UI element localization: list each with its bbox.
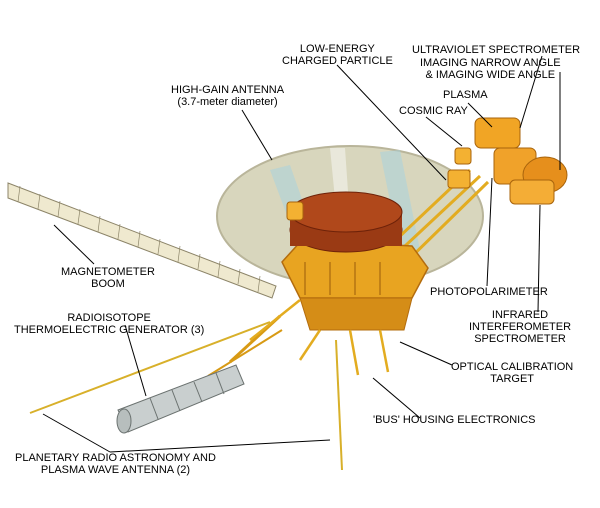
science-instruments [286, 117, 568, 221]
leader-lines [42, 55, 561, 453]
label-plasma: PLASMA [443, 89, 488, 101]
label-imaging: IMAGING NARROW ANGLE& IMAGING WIDE ANGLE [420, 57, 561, 81]
magnetometer-boom [7, 182, 277, 299]
label-photopolarimeter: PHOTOPOLARIMETER [430, 286, 548, 298]
label-cosmic-ray: COSMIC RAY [399, 105, 468, 117]
lower-struts [249, 299, 390, 376]
label-bus-housing-electronics: 'BUS' HOUSING ELECTRONICS [373, 414, 536, 426]
label-high-gain-antenna: HIGH-GAIN ANTENNA(3.7-meter diameter) [171, 84, 285, 108]
rtg-assembly [116, 314, 283, 434]
planetary-radio-antennas [29, 321, 343, 471]
label-ultraviolet-spectrometer: ULTRAVIOLET SPECTROMETER [412, 44, 581, 56]
bus-structure [281, 191, 429, 331]
